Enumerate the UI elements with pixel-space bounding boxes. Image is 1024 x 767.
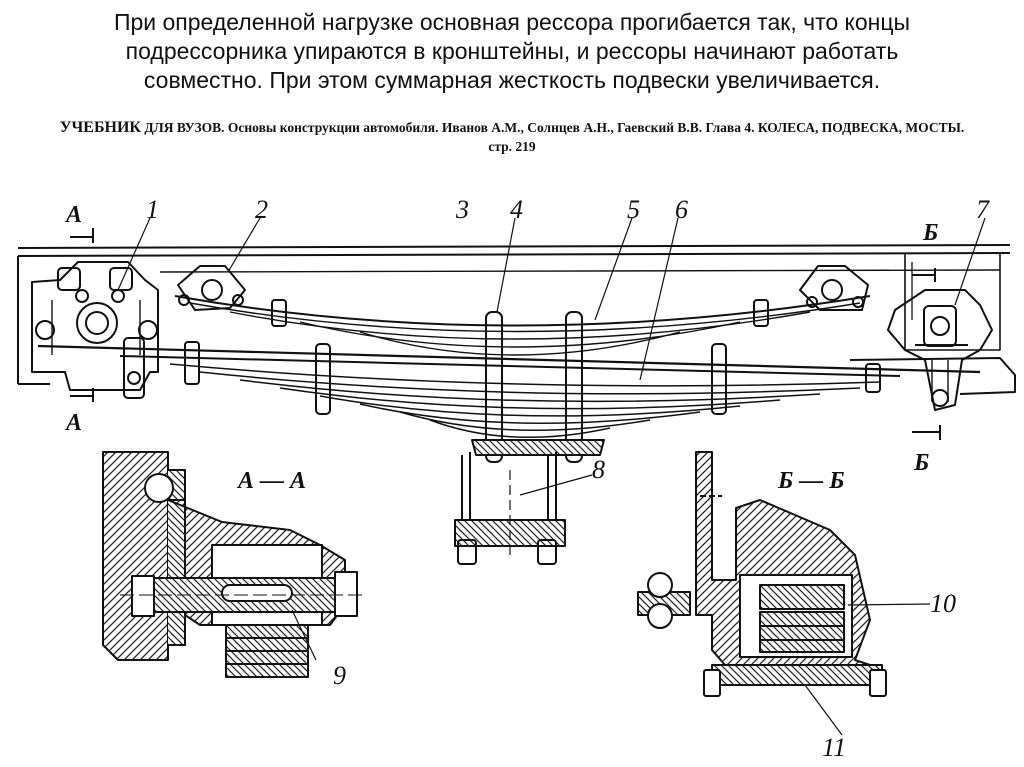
callout-3: 3 bbox=[455, 195, 469, 224]
cut-a-top: А bbox=[64, 202, 82, 228]
section-a-label: А — А bbox=[236, 468, 306, 494]
callout-5: 5 bbox=[627, 195, 640, 224]
callout-6: 6 bbox=[675, 195, 688, 224]
section-a-a bbox=[102, 451, 365, 678]
caption-line-1: При определенной нагрузке основная рессо… bbox=[113, 9, 911, 35]
cut-a-bottom: А bbox=[64, 410, 82, 436]
reference-page: стр. 219 bbox=[488, 139, 536, 154]
callout-numbers: 1 2 3 4 5 6 7 8 9 10 11 bbox=[146, 195, 990, 762]
callout-4: 4 bbox=[510, 195, 523, 224]
caption-line-3: совместно. При этом суммарная жесткость … bbox=[143, 67, 881, 93]
cut-b-top: Б bbox=[922, 220, 938, 246]
callout-2: 2 bbox=[255, 195, 268, 224]
section-b-label: Б — Б bbox=[777, 468, 845, 494]
reference-lead: УЧЕБНИК bbox=[59, 119, 142, 136]
reference-text: ДЛЯ ВУЗОВ. Основы конструкции автомобиля… bbox=[141, 120, 965, 135]
main-spring bbox=[37, 337, 981, 439]
u-bolts bbox=[454, 311, 605, 565]
textbook-reference: УЧЕБНИК ДЛЯ ВУЗОВ. Основы конструкции ав… bbox=[20, 118, 1004, 156]
caption: При определенной нагрузке основная рессо… bbox=[0, 8, 1024, 95]
cut-b-bottom: Б bbox=[913, 450, 929, 476]
front-bracket bbox=[31, 261, 159, 391]
suspension-drawing: 1 2 3 4 5 6 7 8 9 10 11 А — А Б — Б А А … bbox=[17, 195, 1016, 762]
caption-line-2: подрессорника упираются в кронштейны, и … bbox=[125, 38, 899, 64]
leader-lines bbox=[117, 217, 986, 736]
callout-8: 8 bbox=[592, 455, 605, 484]
callout-11: 11 bbox=[822, 733, 846, 762]
helper-spring bbox=[174, 265, 871, 356]
section-labels: А — А Б — Б А А Б Б bbox=[64, 202, 938, 494]
callout-10: 10 bbox=[930, 589, 956, 618]
frame-member bbox=[17, 244, 1016, 395]
callout-1: 1 bbox=[146, 195, 159, 224]
section-b-b bbox=[637, 451, 887, 697]
callout-9: 9 bbox=[333, 661, 346, 690]
cut-lines bbox=[70, 228, 941, 440]
rear-bracket bbox=[887, 289, 993, 411]
callout-7: 7 bbox=[976, 195, 990, 224]
